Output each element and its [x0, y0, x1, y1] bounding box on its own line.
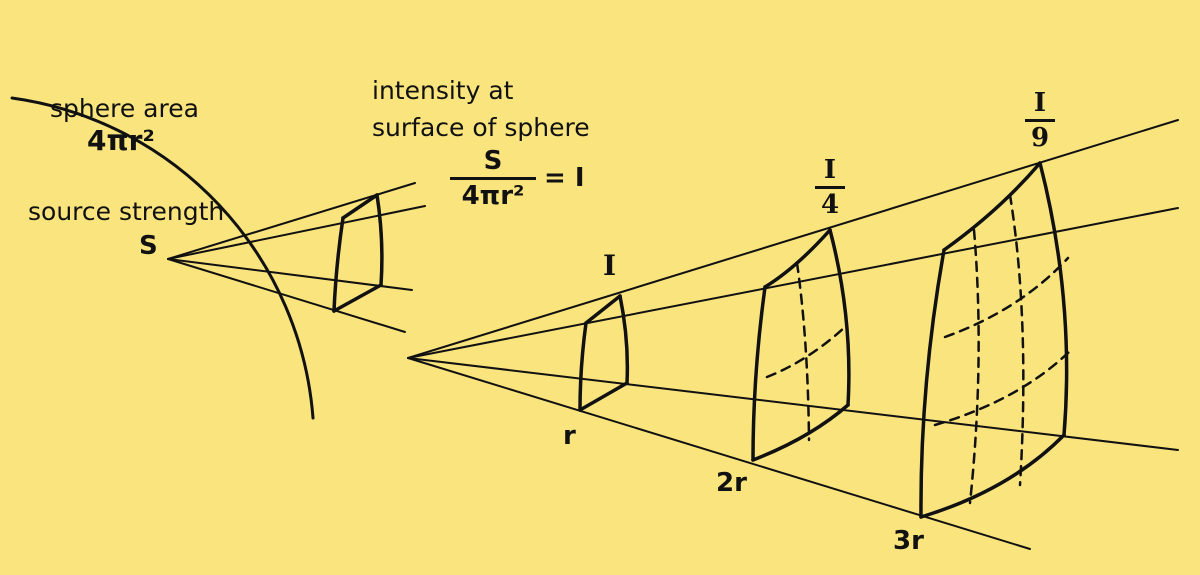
- equation-rhs: = I: [544, 163, 585, 193]
- sphere-area-formula: 4πr²: [87, 124, 155, 157]
- intensity-3r-bar: [1025, 119, 1055, 122]
- source-symbol: S: [139, 231, 158, 261]
- intensity-label-line1: intensity at: [372, 76, 514, 105]
- area-3r-grid: [933, 193, 1073, 505]
- sphere-arc: [10, 96, 315, 420]
- equation-fraction-bar: [450, 177, 536, 180]
- intensity-at-3r: I 9: [1025, 90, 1055, 151]
- intensity-2r-bar: [815, 186, 845, 189]
- equation-denominator: 4πr²: [461, 181, 525, 211]
- intensity-3r-numerator: I: [1033, 88, 1047, 118]
- equation-numerator: S: [483, 146, 503, 176]
- area-3r: [919, 161, 1069, 519]
- distance-2r: 2r: [716, 468, 747, 498]
- sphere-area-label: sphere area: [50, 94, 199, 123]
- distance-r: r: [563, 421, 576, 451]
- intensity-at-2r: I 4: [815, 157, 845, 218]
- intensity-3r-denominator: 9: [1030, 123, 1050, 153]
- sphere-patch: [332, 193, 384, 313]
- intensity-at-r: I: [603, 249, 617, 282]
- distance-3r: 3r: [893, 526, 924, 556]
- area-2r: [751, 228, 851, 462]
- intensity-equation-fraction: S 4πr²: [450, 148, 536, 209]
- area-r: [578, 294, 630, 412]
- intensity-label-line2: surface of sphere: [372, 113, 590, 142]
- intensity-2r-denominator: 4: [820, 190, 840, 220]
- source-strength-label: source strength: [28, 197, 225, 226]
- intensity-2r-numerator: I: [823, 155, 837, 185]
- area-2r-grid: [765, 261, 849, 442]
